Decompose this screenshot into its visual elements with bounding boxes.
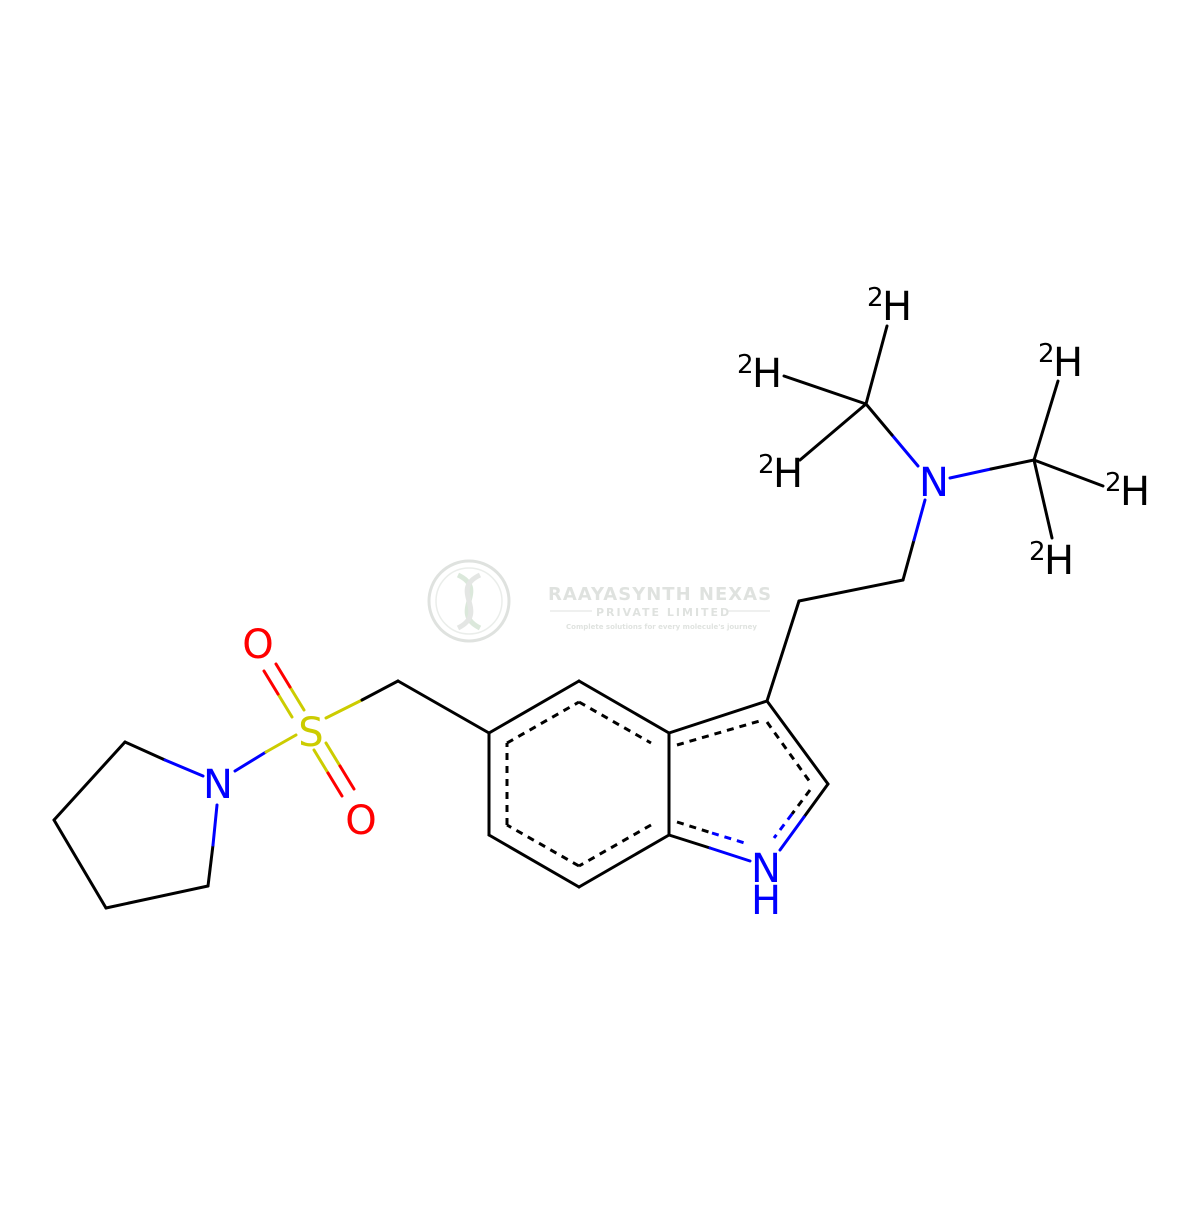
bond-cd3b-d2: [1032, 458, 1105, 488]
deuterium-symbol: H: [1044, 538, 1074, 584]
bond-bz-1: [487, 679, 581, 735]
sulfonyl-group: [233, 662, 400, 798]
bond-ch2-n-black: [901, 538, 916, 582]
bond-ring-c1-c5: [52, 740, 127, 822]
pyrrolidine-ring: [52, 740, 219, 910]
arom-bz-5: [506, 823, 580, 868]
watermark-logo-ring: [427, 559, 511, 643]
deuterium-symbol: H: [773, 451, 803, 497]
atom-n-indole: N: [751, 846, 781, 892]
bond-s-o-upper-b-red: [274, 662, 292, 689]
watermark-company: RAAYASYNTH NEXAS: [548, 584, 772, 605]
bond-s-ch2-black: [360, 679, 400, 702]
bond-bz-5: [487, 833, 581, 889]
bond-s-o-lower-a-red: [326, 771, 344, 798]
bond-pyr-c7a-n-black: [667, 833, 712, 850]
watermark-helix-icon: [456, 572, 482, 631]
bond-ring-c4-c3: [104, 884, 210, 910]
bond-ring-c5-c4: [52, 818, 108, 910]
arom-pyr-4b: [711, 831, 749, 846]
bond-cd3b-d3: [1032, 458, 1054, 540]
pyrrole-ring: [667, 699, 830, 863]
bond-n-s-yellow: [264, 733, 298, 754]
bond-s-o-lower-b-yellow: [324, 741, 342, 768]
deuterium-symbol: H: [1053, 340, 1083, 386]
deuterium-label: 2 H: [737, 350, 782, 397]
deuterium-label: 2 H: [1105, 468, 1150, 515]
ethylamine-chain: [765, 498, 927, 703]
cd3-right: [948, 379, 1105, 540]
atom-o-upper: O: [242, 622, 273, 668]
bond-pyr-c2-n-black: [802, 782, 830, 819]
bond-ch2-ch2: [797, 578, 905, 603]
bond-bz-2: [577, 679, 671, 735]
atom-n-pyrrolidine: N: [203, 762, 233, 808]
benzene-ring: [487, 679, 671, 889]
deuterium-mass: 2: [737, 350, 754, 380]
atom-s-sulfonyl: S: [298, 710, 323, 756]
bond-ring-c1-c2: [123, 740, 167, 762]
atom-o-lower: O: [345, 798, 376, 844]
bond-pyr-c2-n-blue: [778, 815, 806, 852]
bond-n-cd3a-blue: [890, 433, 920, 468]
deuterium-mass: 2: [1038, 339, 1055, 369]
bond-s-o-upper-a-yellow: [276, 692, 294, 719]
bond-cd3b-d1: [1032, 379, 1060, 462]
atom-n-amine: N: [919, 460, 949, 506]
arom-pyr-3a: [790, 789, 812, 815]
deuterium-symbol: H: [882, 284, 912, 330]
bond-n-s-blue: [233, 750, 268, 773]
watermark-subtitle: PRIVATE LIMITED: [596, 606, 731, 619]
bond-ring-c2-n: [163, 758, 205, 778]
deuterium-label: 2 H: [867, 283, 912, 330]
watermark: RAAYASYNTH NEXAS PRIVATE LIMITED Complet…: [427, 559, 772, 643]
deuterium-label: 2 H: [1038, 339, 1083, 386]
arom-bz-1: [506, 700, 580, 745]
bond-ch2-benzene: [396, 679, 491, 735]
arom-bz-2: [578, 700, 652, 745]
watermark-tagline: Complete solutions for every molecule's …: [566, 623, 757, 631]
bond-n-cd3b-blue: [948, 467, 993, 480]
bond-s-o-lower-a-yellow: [312, 748, 330, 775]
watermark-logo-inner-ring: [435, 567, 503, 635]
deuterium-mass: 2: [1029, 537, 1046, 567]
bond-s-o-upper-a-red: [262, 669, 280, 696]
bond-pyr-c3a-c3: [667, 699, 769, 735]
bond-cd3a-d1: [864, 324, 889, 406]
cd3-left: [782, 324, 920, 468]
arom-pyr-4a: [676, 820, 713, 835]
deuterium-label: 2 H: [758, 450, 803, 497]
deuterium-symbol: H: [752, 351, 782, 397]
bond-n-cd3b-black: [989, 458, 1036, 471]
bond-cd3a-d2: [782, 374, 868, 406]
deuterium-symbol: H: [1120, 469, 1150, 515]
atom-h-indole: H: [751, 878, 781, 924]
arom-pyr-3b: [772, 813, 794, 839]
bond-bz-4: [577, 833, 671, 889]
deuterium-label: 2 H: [1029, 537, 1074, 584]
bond-c3-ch2: [765, 599, 801, 703]
deuterium-mass: 2: [867, 283, 884, 313]
bond-n-cd3a-black: [864, 402, 894, 437]
bond-pyr-c7a-n-blue: [708, 846, 752, 863]
bond-s-o-upper-b-yellow: [288, 685, 306, 712]
bond-ring-c3-n-black: [206, 843, 215, 888]
watermark-helix-icon-strand: [456, 572, 482, 631]
bond-ring-c3-n-blue: [211, 803, 219, 847]
deuterium-mass: 2: [758, 450, 775, 480]
bond-pyr-c3-c2: [765, 699, 830, 786]
bond-cd3a-d3: [798, 402, 868, 462]
deuterium-mass: 2: [1105, 468, 1122, 498]
bond-s-o-lower-b-red: [338, 764, 356, 791]
bond-ch2-n-blue: [912, 498, 927, 542]
bond-s-ch2-yellow: [324, 698, 364, 720]
arom-pyr-1: [676, 718, 764, 747]
arom-bz-4: [578, 823, 652, 868]
